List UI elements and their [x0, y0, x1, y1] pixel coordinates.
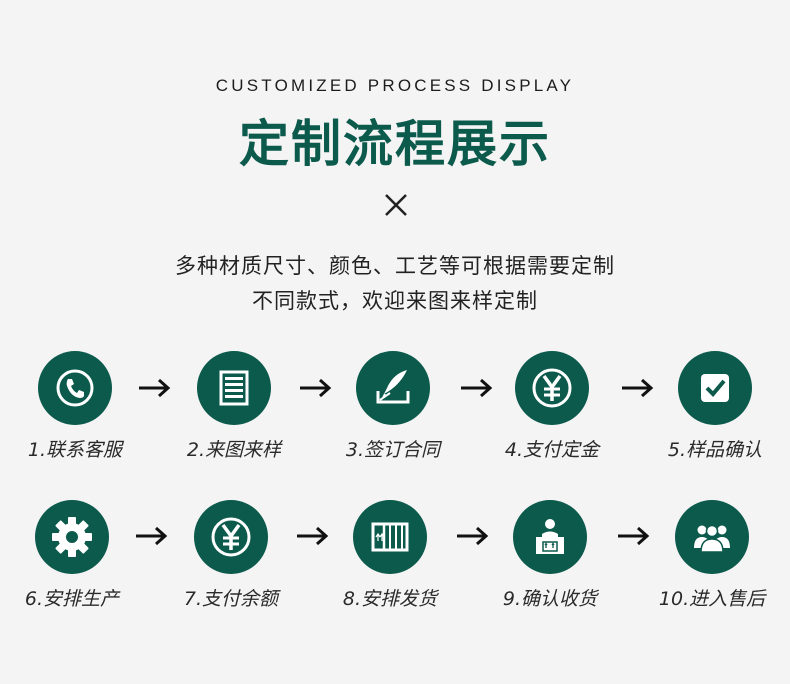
step-circle — [513, 500, 587, 574]
yen-icon — [532, 368, 572, 408]
phone-icon — [56, 369, 94, 407]
arrow-right-icon — [300, 378, 332, 398]
step-circle — [197, 351, 271, 425]
step-confirm-receipt: 9.确认收货 — [475, 500, 625, 611]
arrow-right-icon — [461, 378, 493, 398]
step-circle — [675, 500, 749, 574]
team-icon — [694, 524, 730, 553]
step-sign-contract: 3.签订合同 — [318, 351, 468, 462]
step-arrange-shipping: 8.安排发货 — [315, 500, 465, 611]
step-label: 6.安排生产 — [24, 588, 120, 610]
step-pay-deposit: 4.支付定金 — [477, 351, 627, 462]
step-label: 9.确认收货 — [502, 588, 598, 610]
step-contact-service: 1.联系客服 — [0, 351, 150, 462]
step-label: 1.联系客服 — [27, 439, 123, 461]
arrow-right-icon — [618, 526, 650, 546]
arrow-right-icon — [136, 526, 168, 546]
delivery-box-icon — [536, 519, 564, 554]
arrow-right-icon — [139, 378, 171, 398]
step-label: 10.进入售后 — [658, 588, 766, 610]
step-pay-balance: 7.支付余额 — [156, 500, 306, 611]
description-line-2: 不同款式，欢迎来图来样定制 — [252, 289, 538, 313]
step-circle — [38, 351, 112, 425]
step-circle — [353, 500, 427, 574]
checkbox-icon — [701, 374, 729, 402]
page-title: 定制流程展示 — [239, 115, 551, 173]
step-circle — [356, 351, 430, 425]
yen-icon — [211, 517, 251, 557]
container-icon — [371, 522, 409, 552]
step-send-drawing: 2.来图来样 — [159, 351, 309, 462]
step-label: 7.支付余额 — [183, 588, 279, 610]
step-label: 5.样品确认 — [667, 439, 763, 461]
step-circle — [35, 500, 109, 574]
step-circle — [678, 351, 752, 425]
step-label: 4.支付定金 — [504, 439, 600, 461]
step-label: 2.来图来样 — [186, 439, 282, 461]
arrow-right-icon — [297, 526, 329, 546]
quill-sign-icon — [376, 370, 410, 404]
close-icon — [385, 194, 407, 216]
step-label: 3.签订合同 — [345, 439, 441, 461]
arrow-right-icon — [622, 378, 654, 398]
step-after-sales: 10.进入售后 — [637, 500, 787, 611]
subtitle-english: CUSTOMIZED PROCESS DISPLAY — [215, 76, 575, 95]
step-arrange-production: 6.安排生产 — [0, 500, 147, 611]
description-line-1: 多种材质尺寸、颜色、工艺等可根据需要定制 — [175, 254, 615, 278]
gear-icon — [52, 517, 92, 557]
step-label: 8.安排发货 — [342, 588, 438, 610]
document-icon — [219, 370, 249, 406]
step-circle — [194, 500, 268, 574]
step-circle — [515, 351, 589, 425]
arrow-right-icon — [457, 526, 489, 546]
step-sample-confirm: 5.样品确认 — [640, 351, 790, 462]
